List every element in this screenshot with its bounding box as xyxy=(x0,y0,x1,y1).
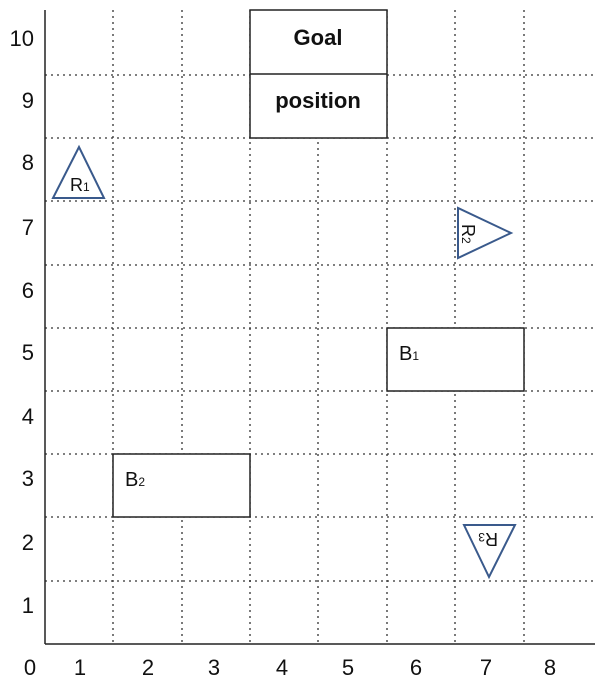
y-tick-label: 3 xyxy=(22,466,34,491)
robot-r1: R1 xyxy=(51,144,106,199)
x-tick-label: 0 xyxy=(24,655,36,680)
y-tick-label: 9 xyxy=(22,88,34,113)
box-b1-rect xyxy=(386,327,525,392)
y-tick-label: 6 xyxy=(22,278,34,303)
x-axis-labels: 0 1 2 3 4 5 6 7 8 xyxy=(24,655,556,680)
y-tick-label: 7 xyxy=(22,215,34,240)
y-tick-label: 5 xyxy=(22,340,34,365)
robot-r2-label: R2 xyxy=(458,224,478,244)
x-tick-label: 2 xyxy=(142,655,154,680)
x-tick-label: 5 xyxy=(342,655,354,680)
box-b2: B2 xyxy=(112,453,251,518)
robot-r2-triangle xyxy=(457,206,514,260)
y-tick-label: 1 xyxy=(22,593,34,618)
x-tick-label: 7 xyxy=(480,655,492,680)
robot-r3-triangle xyxy=(462,524,517,580)
y-tick-label: 8 xyxy=(22,150,34,175)
box-b1: B1 xyxy=(386,327,525,392)
robot-r1-label: R1 xyxy=(70,175,90,195)
goal-position: Goal position xyxy=(249,9,388,139)
y-tick-label: 2 xyxy=(22,530,34,555)
x-tick-label: 6 xyxy=(410,655,422,680)
x-tick-label: 4 xyxy=(276,655,288,680)
x-tick-label: 1 xyxy=(74,655,86,680)
box-b1-label: B1 xyxy=(399,343,419,365)
robot-r3: R3 xyxy=(462,524,517,580)
box-b2-label: B2 xyxy=(125,469,145,491)
y-axis-labels: 1 2 3 4 5 6 7 8 9 10 xyxy=(10,26,34,618)
goal-label-line1: Goal xyxy=(294,25,343,50)
robot-r2: R2 xyxy=(457,206,514,260)
box-b2-rect xyxy=(112,453,251,518)
y-tick-label: 4 xyxy=(22,404,34,429)
goal-label-line2: position xyxy=(275,88,361,113)
x-tick-label: 3 xyxy=(208,655,220,680)
y-tick-label: 10 xyxy=(10,26,34,51)
robot-r3-label: R3 xyxy=(478,529,498,549)
x-tick-label: 8 xyxy=(544,655,556,680)
robot-r1-triangle xyxy=(51,144,106,199)
